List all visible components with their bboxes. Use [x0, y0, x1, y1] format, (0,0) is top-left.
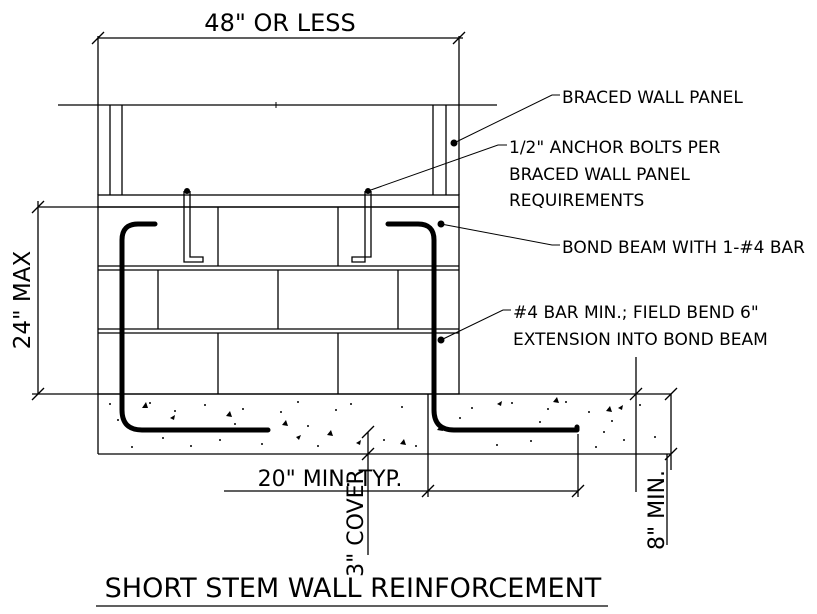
footing-depth-label: 8" MIN.: [645, 470, 670, 550]
bond-beam-callout: BOND BEAM WITH 1-#4 BAR: [562, 238, 805, 258]
anchor-bolts-callout-line1: 1/2" ANCHOR BOLTS PER: [509, 138, 721, 158]
studs: [109, 105, 447, 195]
footing: [32, 393, 671, 455]
cover-dimension: 3" COVER: [344, 425, 375, 577]
width-dimension-label: 48" OR LESS: [204, 9, 355, 37]
rebar-callout-line2: EXTENSION INTO BOND BEAM: [513, 330, 768, 350]
leaders: [367, 94, 560, 344]
cmu-blocks: [97, 206, 460, 395]
anchor-bolts-callout-line3: REQUIREMENTS: [509, 191, 644, 211]
height-dimension-label: 24" MAX: [10, 251, 36, 350]
rebar-callout-line1: #4 BAR MIN.; FIELD BEND 6": [513, 303, 759, 323]
width-dimension: 48" OR LESS: [91, 9, 466, 195]
anchor-bolts-callout-line2: BRACED WALL PANEL: [509, 165, 690, 185]
anchor-bolts: [183, 188, 372, 263]
braced-wall-panel-callout: BRACED WALL PANEL: [562, 88, 743, 108]
cover-dimension-label: 3" COVER: [344, 469, 369, 577]
height-dimension: 24" MAX: [10, 200, 98, 401]
callouts: BRACED WALL PANEL 1/2" ANCHOR BOLTS PER …: [509, 88, 805, 350]
footing-depth-dimension: 8" MIN.: [629, 357, 678, 550]
drawing-title-text: SHORT STEM WALL REINFORCEMENT: [105, 573, 602, 604]
rebar: [119, 221, 580, 433]
sill-plate: [97, 194, 460, 208]
extension-dimension-label: 20" MIN. TYP.: [258, 467, 403, 492]
extension-dimension: 20" MIN. TYP.: [224, 394, 585, 498]
drawing-title: SHORT STEM WALL REINFORCEMENT: [96, 573, 608, 607]
